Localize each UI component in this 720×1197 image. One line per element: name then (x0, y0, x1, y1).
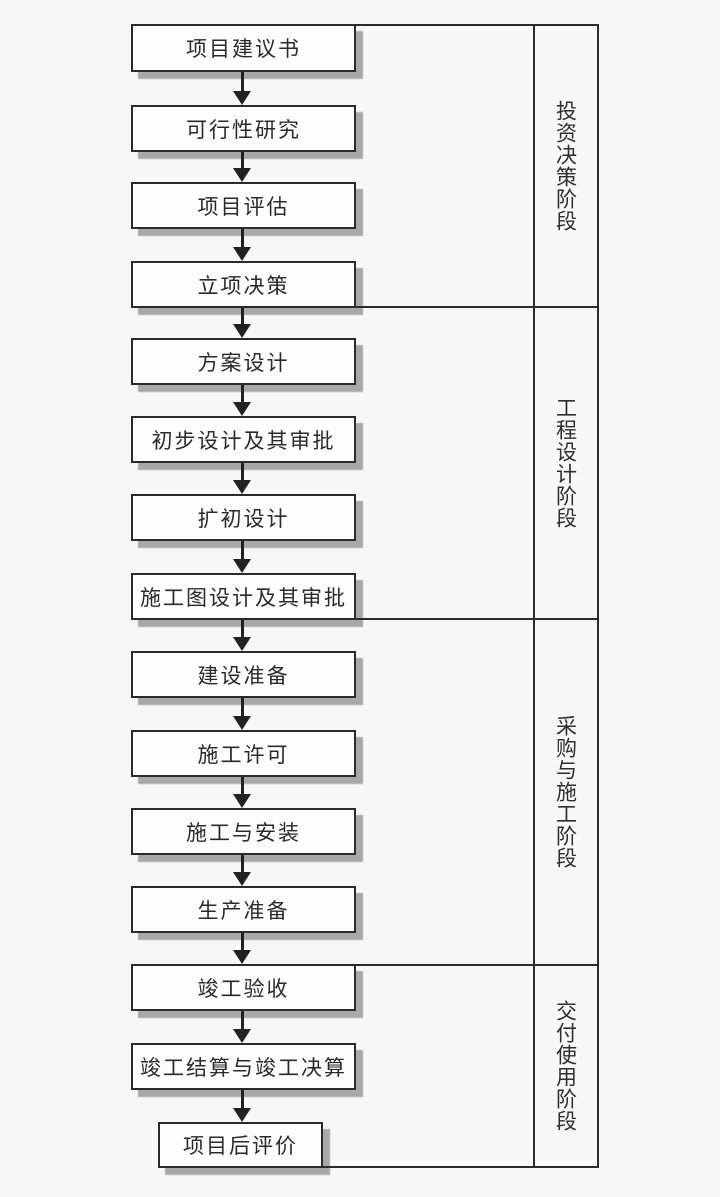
arrow-head (233, 716, 251, 730)
arrow-down-icon (233, 933, 251, 964)
arrow-shaft (240, 1011, 244, 1029)
phase-label: 工程设计阶段 (553, 397, 578, 529)
arrow-down-icon (233, 541, 251, 573)
arrow-head (233, 1029, 251, 1043)
arrow-down-icon (233, 1011, 251, 1043)
flow-box-label: 施工图设计及其审批 (140, 585, 347, 610)
stage-column-right-border-line (597, 24, 599, 1168)
flow-box-label: 施工许可 (197, 742, 290, 767)
flow-box-label: 初步设计及其审批 (151, 428, 336, 453)
arrow-head (233, 872, 251, 886)
arrow-down-icon (233, 698, 251, 730)
stage-column-left-border-line (533, 24, 535, 1168)
flow-box-construction-preparation: 建设准备 (131, 651, 356, 698)
arrow-head (233, 91, 251, 105)
arrow-down-icon (233, 620, 251, 651)
phase-delivery-use-stage: 交付使用阶段 (535, 966, 595, 1166)
flow-box-production-preparation: 生产准备 (131, 886, 356, 933)
flow-box-preliminary-design-approval: 初步设计及其审批 (131, 416, 356, 463)
phase-label: 交付使用阶段 (553, 1000, 578, 1132)
arrow-down-icon (233, 152, 251, 182)
flow-box-post-project-evaluation: 项目后评价 (158, 1122, 323, 1168)
arrow-head (233, 950, 251, 964)
phase-procurement-construction-stage: 采购与施工阶段 (535, 620, 595, 964)
arrow-shaft (240, 933, 244, 950)
flow-box-label: 生产准备 (197, 898, 290, 923)
flow-box-project-proposal: 项目建议书 (131, 24, 356, 72)
flow-box-label: 施工与安装 (186, 820, 301, 845)
arrow-head (233, 480, 251, 494)
flow-box-scheme-design: 方案设计 (131, 338, 356, 385)
flow-box-completion-acceptance: 竣工验收 (131, 964, 356, 1011)
stage-divider-line-2 (352, 618, 599, 620)
arrow-down-icon (233, 308, 251, 338)
arrow-down-icon (233, 72, 251, 105)
flow-box-label: 竣工验收 (197, 976, 290, 1001)
flow-box-completion-settlement-final-accounts: 竣工结算与竣工决算 (131, 1043, 356, 1090)
arrow-shaft (240, 152, 244, 168)
flow-box-label: 竣工结算与竣工决算 (140, 1055, 347, 1080)
phase-label: 采购与施工阶段 (553, 715, 578, 869)
flow-box-construction-drawing-design-approval: 施工图设计及其审批 (131, 573, 356, 620)
stage-bottom-line (320, 1166, 599, 1168)
flow-box-label: 扩初设计 (197, 506, 290, 531)
flow-box-construction-permit: 施工许可 (131, 730, 356, 777)
arrow-down-icon (233, 463, 251, 494)
arrow-shaft (240, 385, 244, 402)
arrow-head (233, 794, 251, 808)
flow-box-project-evaluation: 项目评估 (131, 182, 356, 229)
arrow-shaft (240, 855, 244, 872)
arrow-shaft (240, 229, 244, 247)
arrow-head (233, 637, 251, 651)
phase-investment-decision-stage: 投资决策阶段 (535, 26, 595, 306)
arrow-shaft (240, 463, 244, 480)
phase-label: 投资决策阶段 (553, 100, 578, 232)
arrow-head (233, 168, 251, 182)
arrow-head (233, 559, 251, 573)
flow-box-project-approval-decision: 立项决策 (131, 261, 356, 308)
arrow-head (233, 324, 251, 338)
phase-engineering-design-stage: 工程设计阶段 (535, 308, 595, 618)
stage-divider-line-3 (352, 964, 599, 966)
arrow-shaft (240, 1090, 244, 1108)
arrow-head (233, 402, 251, 416)
flow-box-label: 方案设计 (197, 350, 290, 375)
flow-box-label: 项目建议书 (186, 37, 301, 61)
flow-box-label: 建设准备 (197, 663, 290, 688)
arrow-down-icon (233, 777, 251, 808)
flow-box-label: 可行性研究 (186, 117, 301, 142)
arrow-head (233, 1108, 251, 1122)
flow-box-label: 项目后评价 (183, 1134, 298, 1158)
arrow-shaft (240, 308, 244, 324)
arrow-down-icon (233, 385, 251, 416)
arrow-down-icon (233, 855, 251, 886)
arrow-down-icon (233, 229, 251, 261)
arrow-shaft (240, 698, 244, 716)
stage-divider-line-1 (352, 306, 599, 308)
arrow-shaft (240, 72, 244, 91)
flow-box-construction-and-installation: 施工与安装 (131, 808, 356, 855)
flow-box-feasibility-study: 可行性研究 (131, 105, 356, 152)
arrow-shaft (240, 777, 244, 794)
arrow-head (233, 247, 251, 261)
flow-box-label: 项目评估 (197, 194, 290, 219)
stage-top-line (352, 24, 599, 26)
arrow-down-icon (233, 1090, 251, 1122)
arrow-shaft (240, 620, 244, 637)
arrow-shaft (240, 541, 244, 559)
flow-box-expanded-preliminary-design: 扩初设计 (131, 494, 356, 541)
flow-box-label: 立项决策 (197, 273, 290, 298)
